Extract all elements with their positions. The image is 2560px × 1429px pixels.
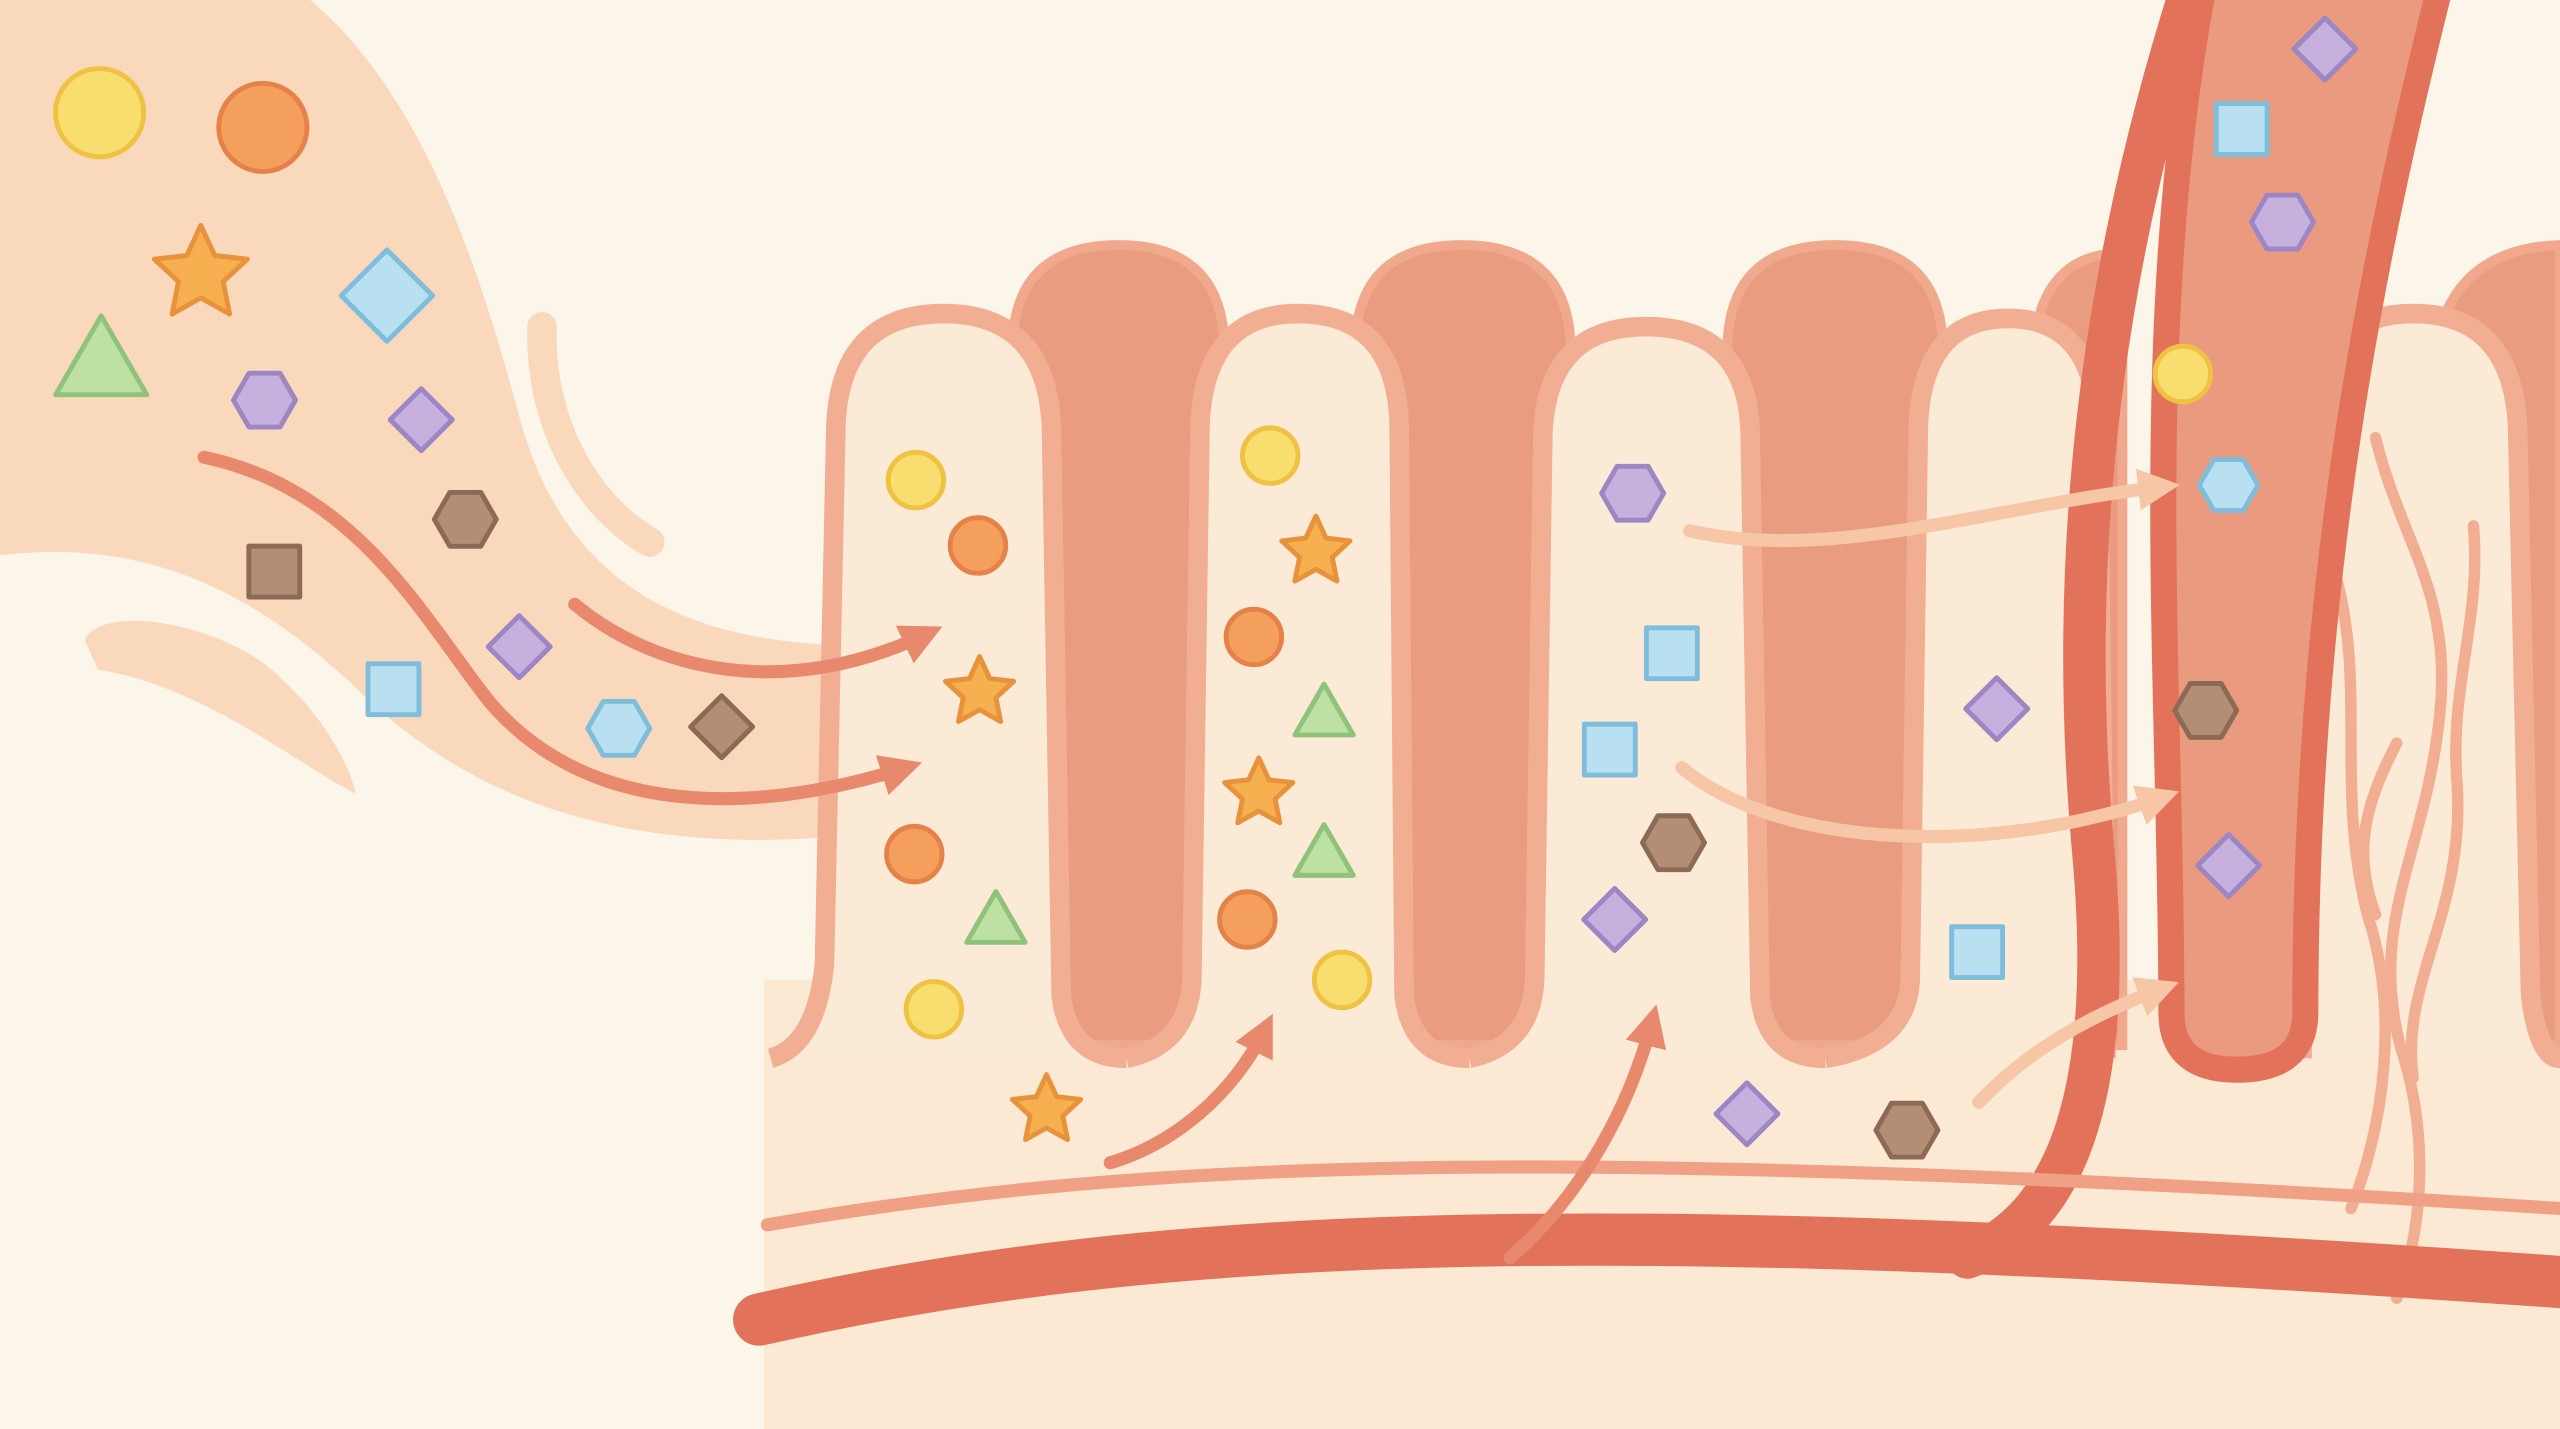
purple-diamond-particle	[1963, 675, 2031, 743]
blue-diamond-particle	[338, 247, 436, 344]
blood-vessel-main	[733, 1213, 2560, 1346]
arrow-up-1	[1103, 1013, 1273, 1170]
yellow-circle-particle	[1240, 425, 1301, 486]
orange-circle-particle	[1217, 889, 1278, 950]
brown-square-particle	[246, 543, 303, 600]
purple-diamond-particle	[2291, 15, 2359, 83]
green-triangle-particle	[964, 889, 1028, 945]
orange-circle-particle	[216, 80, 310, 174]
purple-hexagon-particle	[1599, 463, 1667, 523]
nutrient-particles	[53, 15, 2359, 1160]
purple-diamond-particle	[2195, 832, 2263, 900]
stream-wisp-lower	[84, 620, 356, 794]
blue-hexagon-particle	[2196, 457, 2261, 513]
lacteal-2	[2405, 520, 2481, 1084]
star-particle	[943, 654, 1017, 724]
blue-square-particle	[1949, 924, 2006, 981]
blue-square-particle	[2213, 101, 2270, 157]
arrow-into-villus-2	[568, 597, 943, 679]
capillary-thin	[760, 1160, 2560, 1232]
green-triangle-particle	[53, 313, 150, 398]
yellow-circle-particle	[885, 449, 947, 511]
lacteal-4	[2357, 737, 2403, 921]
arrow-into-villus-1	[197, 450, 923, 806]
star-particle	[1009, 1072, 1084, 1143]
purple-diamond-particle	[1581, 885, 1649, 953]
star-particle	[1222, 755, 1296, 826]
blood-vessel-lumen	[2150, 0, 2451, 1083]
yellow-circle-particle	[2152, 343, 2214, 405]
green-triangle-particle	[1292, 822, 1356, 878]
lacteal-1	[2369, 431, 2448, 1305]
purple-hexagon-particle	[231, 370, 298, 430]
brown-hexagon-particle	[1873, 1100, 1941, 1160]
absorption-arrows	[197, 450, 2180, 1265]
orange-circle-particle	[947, 515, 1009, 576]
arrow-to-vessel-3	[1972, 977, 2179, 1109]
brown-hexagon-particle	[1640, 813, 1707, 873]
purple-diamond-particle	[387, 386, 455, 454]
yellow-circle-particle	[1311, 949, 1373, 1011]
stream-wisp-upper	[527, 311, 665, 557]
blood-vessel-branch	[1946, 0, 2209, 1279]
yellow-circle-particle	[53, 66, 147, 160]
orange-circle-particle	[884, 823, 945, 885]
lacteal-vessels	[2328, 431, 2481, 1305]
blue-square-particle	[365, 661, 422, 718]
arrow-up-2	[1503, 1004, 1667, 1265]
blue-square-particle	[1643, 625, 1700, 682]
blue-square-particle	[1581, 721, 1638, 778]
purple-diamond-particle	[1713, 1080, 1781, 1148]
purple-diamond-particle	[485, 613, 553, 681]
blue-hexagon-particle	[585, 698, 653, 758]
lacteal-3	[2328, 565, 2391, 1215]
star-particle	[1279, 513, 1353, 584]
yellow-circle-particle	[903, 979, 965, 1040]
brown-diamond-particle	[688, 693, 756, 761]
villus-2	[1124, 303, 1470, 1069]
arrow-to-vessel-2	[1675, 761, 2180, 844]
star-particle	[151, 222, 250, 317]
brown-hexagon-particle	[2172, 681, 2240, 740]
purple-hexagon-particle	[2248, 192, 2316, 252]
brown-hexagon-particle	[431, 489, 499, 549]
orange-circle-particle	[1223, 606, 1285, 668]
villus-3	[1467, 316, 1826, 1069]
green-triangle-particle	[1292, 681, 1356, 738]
arrow-to-vessel-1	[1683, 468, 2180, 548]
